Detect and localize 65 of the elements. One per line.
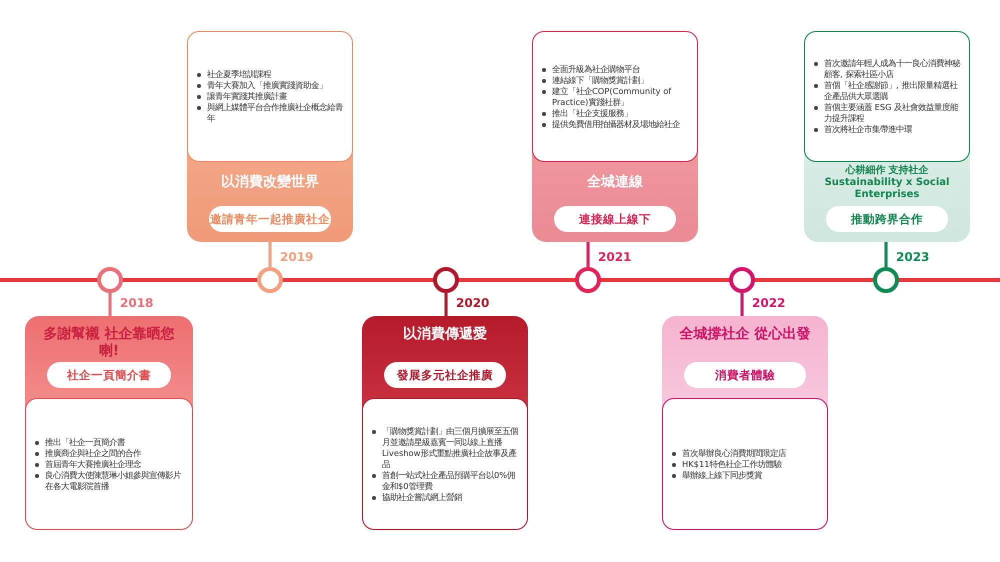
text-panel [187,31,353,162]
timeline-marker [729,267,755,293]
timeline-card [25,316,193,530]
bullet-item: 全面升級為社企購物平台 [541,64,689,74]
text-panel [25,398,193,530]
text-panel [362,398,528,530]
timeline-card [804,31,970,242]
bullet-item: 首次邀請年輕人成為十一良心消費神秘顧客, 探索社區小店 [813,58,961,80]
bullet-item: 首屆青年大賽推廣社企理念 [34,458,184,470]
title-label: 邀請青年一起推廣社企 [209,206,331,232]
bullet-item: 首個「社企感謝節」, 推出限量精選社企產品供大眾選購 [813,80,961,102]
text-panel [532,31,698,162]
title-label: 消費者體驗 [684,362,806,388]
bullet-item: 建立「社企COP(Community of Practice)實踐社群」 [541,86,689,108]
timeline-card [187,31,353,242]
bullet-item: 協助社企嘗試網上營銷 [371,492,519,502]
text-panel [804,31,970,162]
bullet-item: 青年大賽加入「推廣實踐資助金」 [196,80,344,91]
slogan-text: 多謝幫襯 社企靠晒您喇! [42,326,176,360]
slogan-text: 以消費傳遞愛 [402,326,488,343]
title-label: 連接線上線下 [554,206,676,232]
year-label: 2021 [598,250,632,264]
year-label: 2022 [752,296,786,310]
bullet-item: 舉辦線上線下同步獎賞 [671,470,819,480]
bullet-item: 良心消費大使陳慧琳小姐參與宣傳影片在各大電影院首播 [34,470,184,492]
year-label: 2019 [280,250,314,264]
bullet-item: 連結線下「購物獎賞計劃」 [541,74,689,86]
timeline-marker [575,267,601,293]
bullet-item: 提供免費借用拍攝器材及場地給社企 [541,118,689,130]
bullet-item: 社企夏季培訓課程 [196,69,344,80]
bullet-item: 與網上媒體平台合作推廣社企概念給青年 [196,102,344,124]
year-label: 2020 [456,296,490,310]
connector-line [740,293,744,316]
connector-line [884,242,888,267]
title-label: 推動跨界合作 [826,206,948,232]
bullet-item: 推出「社企支援服務」 [541,108,689,118]
year-label: 2018 [120,296,154,310]
timeline-marker [433,267,459,293]
title-label: 社企一頁簡介書 [47,362,171,388]
bullet-item: HK$11特色社企工作坊體驗 [671,458,819,470]
timeline-card [662,316,828,530]
connector-line [444,293,448,316]
timeline-marker [97,267,123,293]
text-panel [662,398,828,530]
title-label: 發展多元社企推廣 [384,362,506,388]
year-label: 2023 [896,250,930,264]
bullet-item: 「購物獎賞計劃」由三個月擴展至五個月並邀請星級嘉賓一同以線上直播Liveshow形式重點推廣社企故事及產品 [371,426,519,470]
bullet-item: 讓青年實踐其推廣計畫 [196,91,344,102]
connector-line [268,242,272,267]
slogan-text: 心耕細作 支持社企 Sustainability x Social Enterprises [824,165,950,201]
slogan-text: 全城撐社企 從心出發 [678,326,812,343]
connector-line [586,242,590,267]
bullet-item: 推廣商企與社企之間的合作 [34,448,184,458]
timeline-marker [873,267,899,293]
slogan-text: 以消費改變世界 [220,174,320,191]
slogan-text: 全城連線 [586,174,644,191]
bullet-item: 首個主要涵蓋 ESG 及社會效益量度能力提升課程 [813,102,961,124]
timeline-card [362,316,528,530]
timeline-card [532,31,698,242]
connector-line [108,293,112,316]
bullet-item: 首創一站式社企產品預購平台以0%佣金和$0管理費 [371,470,519,492]
bullet-item: 首次舉辦良心消費期間限定店 [671,448,819,458]
timeline-marker [257,267,283,293]
bullet-item: 推出「社企一頁簡介書 [34,436,184,448]
bullet-item: 首次將社企市集帶進中環 [813,124,961,135]
